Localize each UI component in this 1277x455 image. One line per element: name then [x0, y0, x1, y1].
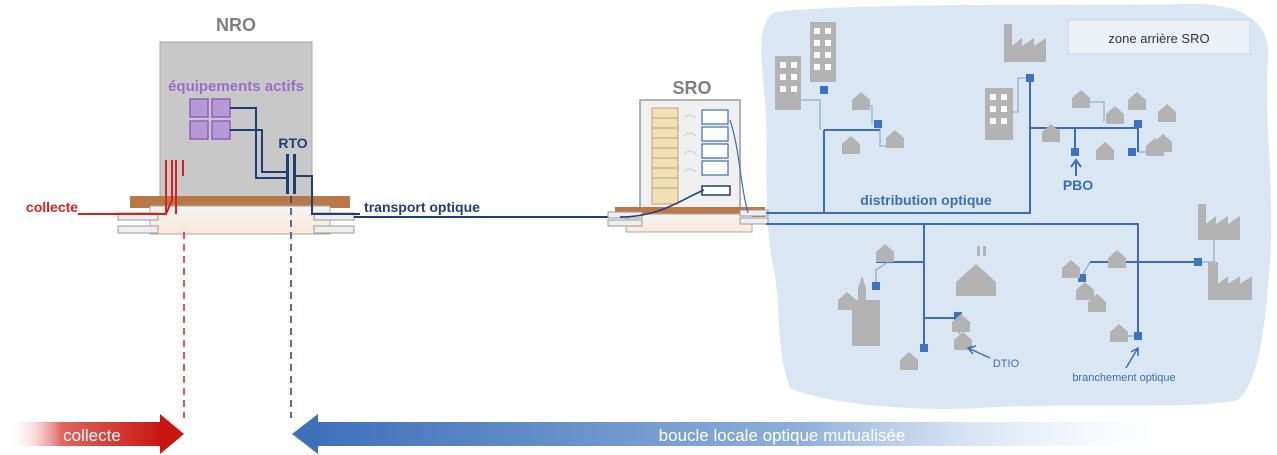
pbo-label: PBO [1063, 177, 1093, 193]
rto-label: RTO [278, 135, 307, 151]
dtio-arrow-icon [966, 345, 991, 359]
buildings [775, 22, 1252, 346]
transport-optique-label: transport optique [364, 199, 480, 215]
boucle-locale-arrow [292, 414, 1206, 454]
collecte-fiber [78, 160, 173, 215]
zone-label-box [1067, 19, 1251, 55]
sro-title: SRO [672, 78, 711, 98]
boucle-locale-label: boucle locale optique mutualisée [659, 426, 906, 445]
nro-title: NRO [216, 15, 256, 35]
equipment-to-rto-fiber [230, 107, 286, 179]
active-equipment-icon [189, 98, 231, 140]
branchement-arrow-icon [1125, 346, 1139, 369]
sro-zone-area [761, 3, 1272, 409]
zone-arriere-label: zone arrière SRO [1108, 31, 1209, 46]
sro-cabinet [607, 99, 769, 233]
collecte-arrow [8, 414, 184, 454]
houses [838, 90, 1176, 370]
distribution-optique-label: distribution optique [860, 192, 992, 208]
branchement-optique-label: branchement optique [1072, 372, 1175, 384]
rto-connector [286, 154, 289, 194]
pbo-arrow-icon [1070, 158, 1082, 176]
equipements-actifs-label: équipements actifs [168, 78, 304, 95]
dtio-label: DTIO [993, 358, 1020, 370]
collecte-side-label: collecte [26, 199, 78, 215]
nro-building [117, 41, 355, 235]
collecte-arrow-label: collecte [63, 426, 121, 445]
